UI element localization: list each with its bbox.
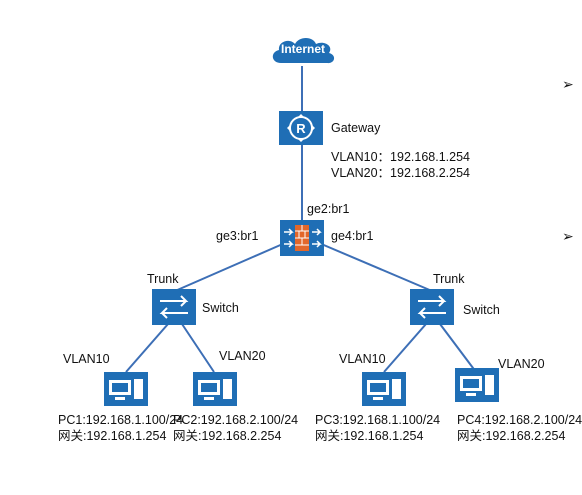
left-switch-vlan20: VLAN20 [219, 349, 266, 363]
left-switch-label: Switch [202, 301, 239, 315]
pc3-gateway: 网关:192.168.1.254 [315, 429, 424, 443]
firewall-port-ge4: ge4:br1 [331, 229, 374, 243]
link-firewall-left-switch [174, 242, 286, 292]
link-left-switch-pc2 [181, 323, 215, 373]
pc3-ip: PC3:192.168.1.100/24 [315, 413, 441, 427]
right-switch-trunk: Trunk [433, 272, 465, 286]
right-switch-label: Switch [463, 303, 500, 317]
pc1-gateway: 网关:192.168.1.254 [58, 429, 167, 443]
right-switch-vlan10: VLAN10 [339, 352, 386, 366]
pc-icon [104, 372, 148, 406]
bullet-arrow-icon: ➢ [562, 76, 574, 92]
firewall-port-ge3: ge3:br1 [216, 229, 259, 243]
right-switch-vlan20: VLAN20 [498, 357, 545, 371]
switch-icon [410, 289, 454, 325]
internet-label: Internet [280, 42, 325, 56]
link-firewall-right-switch [318, 242, 433, 292]
pc4-gateway: 网关:192.168.2.254 [457, 429, 566, 443]
pc-icon [193, 372, 237, 406]
pc2-ip: PC2:192.168.2.100/24 [173, 413, 299, 427]
gateway-label: Gateway [331, 121, 381, 135]
bullet-arrow-icon: ➢ [562, 228, 574, 244]
firewall-icon [280, 220, 324, 256]
left-switch-vlan10: VLAN10 [63, 352, 110, 366]
firewall-port-ge2: ge2:br1 [307, 202, 350, 216]
left-switch-trunk: Trunk [147, 272, 179, 286]
router-icon: R [279, 111, 323, 145]
link-left-switch-pc1 [125, 323, 169, 373]
internet-cloud-icon: Internet [267, 33, 339, 69]
svg-text:R: R [296, 121, 306, 136]
pc2-gateway: 网关:192.168.2.254 [173, 429, 282, 443]
pc4-ip: PC4:192.168.2.100/24 [457, 413, 582, 427]
gateway-vlan20: VLAN20：192.168.2.254 [331, 166, 470, 180]
pc1-ip: PC1:192.168.1.100/24 [58, 413, 184, 427]
link-right-switch-pc4 [439, 323, 477, 373]
switch-icon [152, 289, 196, 325]
link-right-switch-pc3 [383, 323, 427, 373]
pc-icon [362, 372, 406, 406]
pc-icon [455, 368, 499, 402]
gateway-vlan10: VLAN10：192.168.1.254 [331, 150, 470, 164]
